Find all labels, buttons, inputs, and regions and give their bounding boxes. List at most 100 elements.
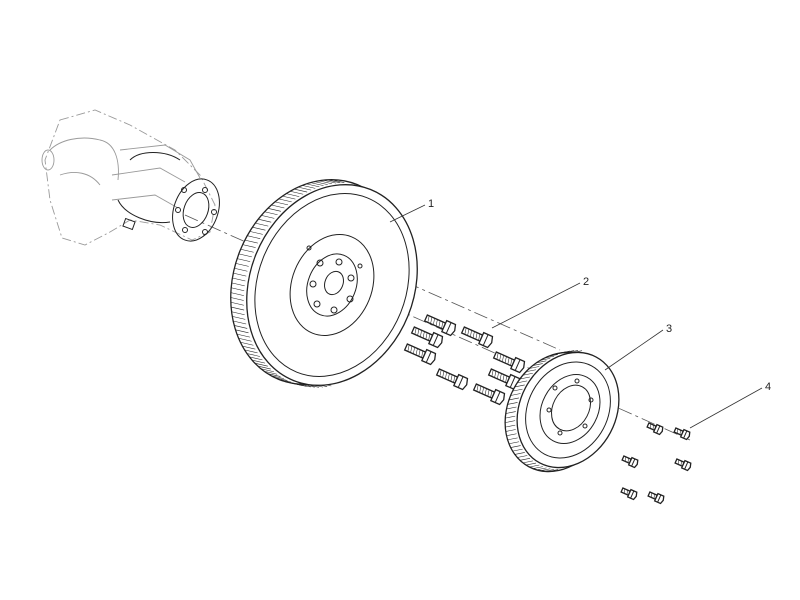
rim-groove xyxy=(568,350,579,353)
rim-groove xyxy=(529,464,540,468)
rim-groove xyxy=(302,185,316,189)
callout-4: 4 xyxy=(689,381,771,429)
rim-groove xyxy=(529,366,540,369)
rim-groove xyxy=(267,373,281,377)
rim-groove xyxy=(512,448,523,452)
rim-groove xyxy=(238,337,252,342)
rim-groove xyxy=(240,248,254,253)
rim-groove xyxy=(327,179,341,184)
rim-groove xyxy=(519,376,530,380)
rim-groove xyxy=(252,226,266,231)
rim-groove xyxy=(510,445,521,448)
rim-groove xyxy=(306,183,320,188)
rim-groove xyxy=(238,253,252,258)
rim-groove xyxy=(251,359,266,364)
rim-groove xyxy=(230,297,244,301)
rim-groove xyxy=(264,211,278,216)
callout-3: 3 xyxy=(604,323,672,371)
rim-groove xyxy=(506,406,517,410)
callout-4-label: 4 xyxy=(765,381,771,393)
rim-groove xyxy=(270,375,284,379)
hex-bolt-icon xyxy=(410,326,444,349)
rim-groove xyxy=(505,424,516,428)
rim-groove xyxy=(240,341,254,346)
hex-bolt-icon xyxy=(621,455,639,469)
rim-groove xyxy=(231,306,245,311)
rim-groove xyxy=(237,258,251,262)
callout-3-label: 3 xyxy=(666,323,672,335)
rim-groove xyxy=(510,393,521,396)
rim-groove xyxy=(231,287,245,292)
rim-groove xyxy=(536,467,547,471)
rim-groove xyxy=(508,397,519,401)
rim-groove xyxy=(234,267,248,272)
rim-groove xyxy=(532,363,543,366)
rim-groove xyxy=(532,466,543,469)
rim-groove xyxy=(322,179,337,184)
rim-groove xyxy=(331,179,345,183)
rim-groove xyxy=(274,377,288,381)
grooved-pulley-icon xyxy=(504,350,620,473)
rim-groove xyxy=(298,186,312,191)
hex-bolt-icon xyxy=(403,343,437,366)
hex-bolt-icon xyxy=(492,351,526,374)
rim-groove xyxy=(525,369,536,373)
rim-groove xyxy=(290,190,304,195)
rim-groove xyxy=(233,272,247,277)
hex-bolt-icon xyxy=(673,427,691,441)
rim-groove xyxy=(314,181,328,185)
hex-bolt-icon xyxy=(647,491,665,505)
rim-groove xyxy=(242,244,256,248)
crankshaft-nose-icon xyxy=(41,109,220,246)
rim-groove xyxy=(267,208,281,212)
rim-groove xyxy=(260,368,274,373)
rim-groove xyxy=(271,204,285,209)
rim-groove xyxy=(258,218,272,223)
rim-groove xyxy=(232,277,246,282)
callout-2: 2 xyxy=(491,276,589,329)
rim-groove xyxy=(547,354,558,357)
rim-groove xyxy=(310,182,324,186)
rim-groove xyxy=(249,231,263,235)
rim-groove xyxy=(544,469,555,472)
rim-groove xyxy=(505,429,516,432)
rim-groove xyxy=(231,311,245,316)
rim-groove xyxy=(540,358,551,361)
hex-bolt-icon xyxy=(460,326,494,349)
rim-groove xyxy=(522,373,533,376)
rim-groove xyxy=(507,402,518,405)
rim-groove xyxy=(551,352,562,356)
rim-groove xyxy=(282,195,296,200)
rim-groove xyxy=(232,316,246,320)
hex-bolt-icon xyxy=(674,458,692,472)
rim-groove xyxy=(552,469,563,472)
rim-groove xyxy=(233,320,247,325)
rim-groove xyxy=(278,378,292,383)
rim-groove xyxy=(543,355,555,359)
rim-groove xyxy=(301,383,315,388)
bolt-set-2 xyxy=(403,314,526,406)
rim-groove xyxy=(522,460,533,464)
hex-bolt-icon xyxy=(620,487,638,501)
rim-groove xyxy=(514,452,525,455)
rim-groove xyxy=(294,188,308,193)
rim-groove xyxy=(559,350,571,354)
hex-bolt-icon xyxy=(423,314,457,337)
rim-groove xyxy=(249,356,263,361)
rim-groove xyxy=(514,384,525,388)
rim-groove xyxy=(254,362,268,367)
rim-groove xyxy=(517,455,528,458)
rim-groove xyxy=(235,329,249,334)
rim-groove xyxy=(505,420,516,423)
rim-groove xyxy=(505,415,516,419)
rim-groove xyxy=(281,380,295,384)
rim-groove xyxy=(231,282,245,287)
rim-groove xyxy=(540,468,551,472)
rim-groove xyxy=(517,380,528,384)
hex-bolt-icon xyxy=(472,383,506,406)
rim-groove xyxy=(512,388,523,392)
rim-groove xyxy=(505,411,516,414)
rim-groove xyxy=(548,469,559,472)
rim-groove xyxy=(246,353,260,357)
rim-groove xyxy=(564,350,575,353)
